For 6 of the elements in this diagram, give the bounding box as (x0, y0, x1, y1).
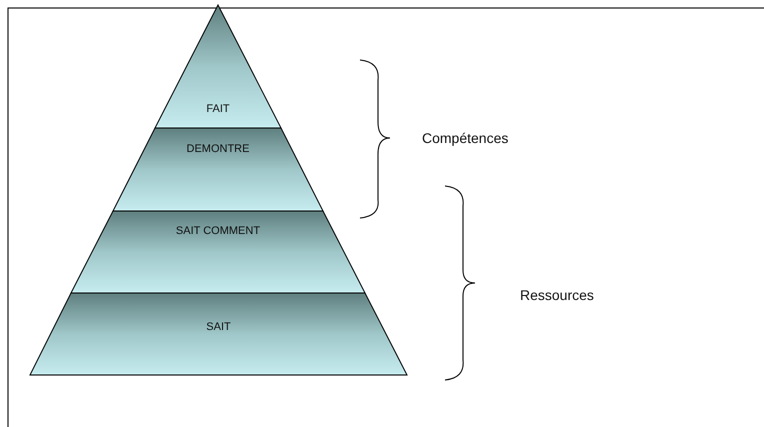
level-label: FAIT (205, 103, 231, 115)
group-label: Compétences (422, 130, 508, 146)
level-label: SAIT (205, 321, 232, 333)
group-label: Ressources (520, 287, 594, 303)
level-label: SAIT COMMENT (174, 225, 262, 237)
level-label: DEMONTRE (186, 143, 250, 155)
